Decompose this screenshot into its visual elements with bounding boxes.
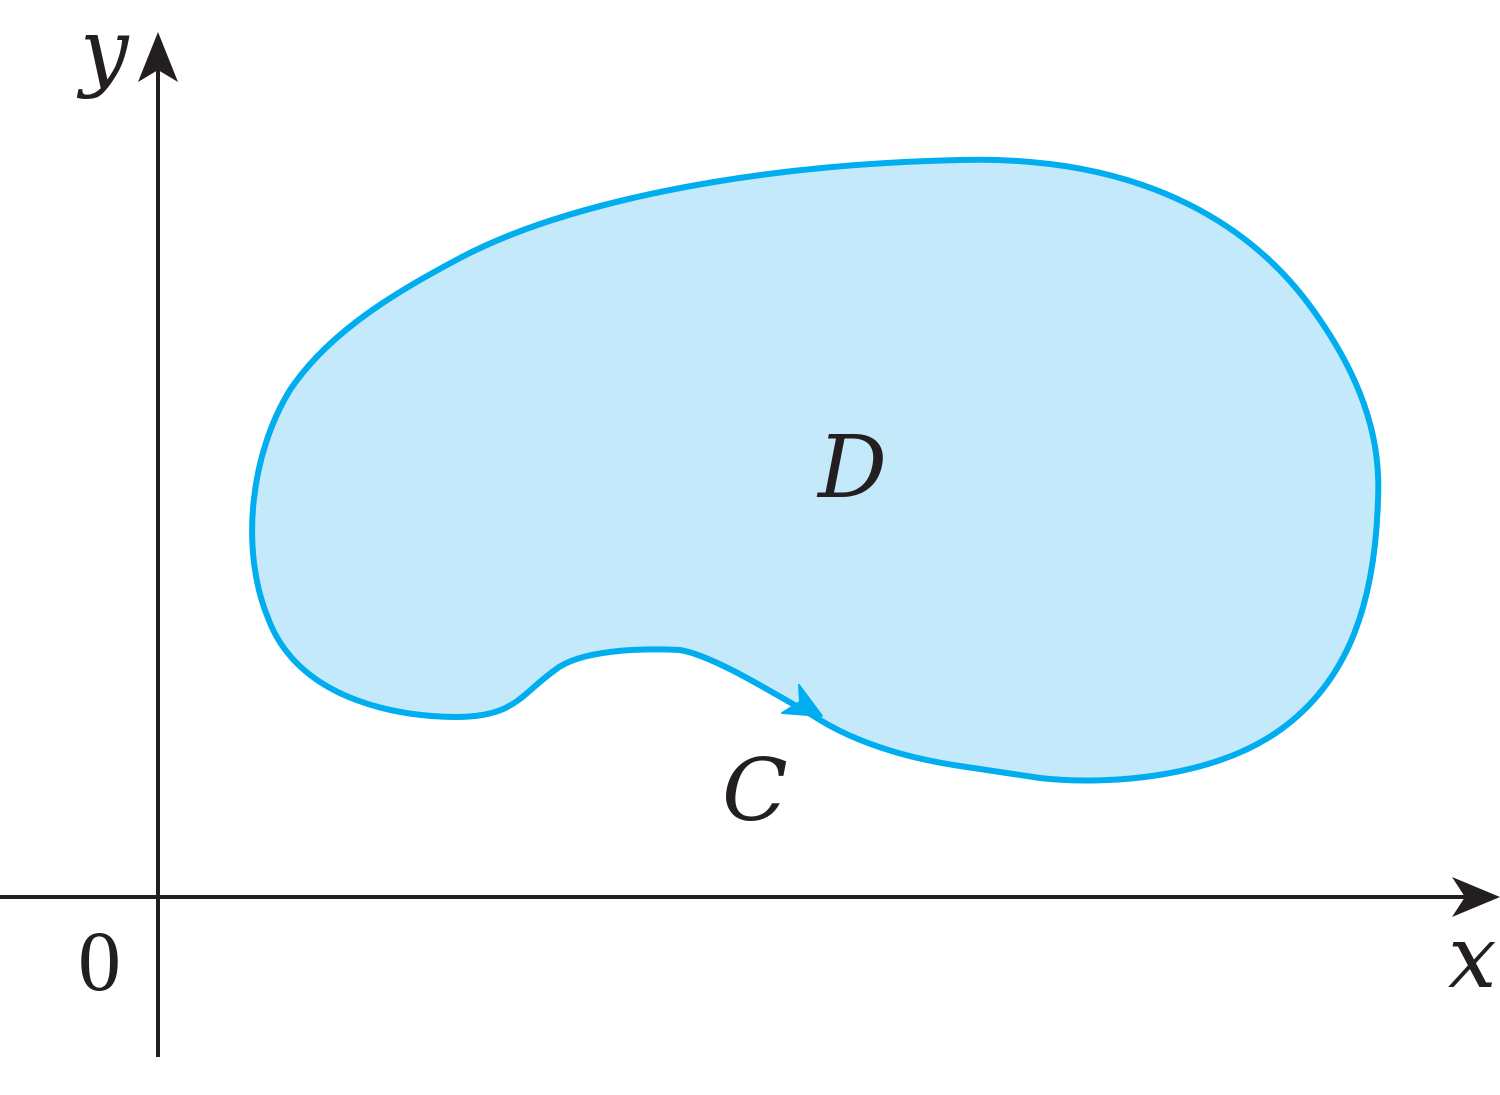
y-axis-label: y <box>76 1 130 101</box>
x-axis-label: x <box>1448 908 1497 1008</box>
curve-label: C <box>722 741 788 841</box>
y-axis-arrowhead <box>138 32 178 82</box>
region-d <box>249 156 1382 784</box>
region-label: D <box>816 418 887 518</box>
origin-label: 0 <box>78 913 121 1009</box>
curve-direction-arrow <box>781 684 823 717</box>
x-axis-arrowhead <box>1452 877 1500 917</box>
